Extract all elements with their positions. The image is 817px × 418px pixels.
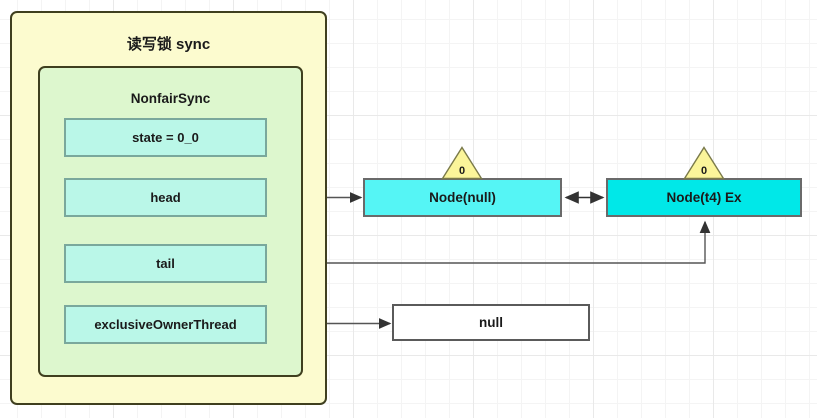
- field-tail: tail: [64, 244, 267, 283]
- triangle-icon: [683, 146, 725, 180]
- wait-status-triangle-head: 0: [441, 146, 483, 180]
- field-exclusive-owner-thread-label: exclusiveOwnerThread: [94, 317, 237, 332]
- field-head-label: head: [150, 190, 181, 205]
- owner-value-box: null: [392, 304, 590, 341]
- field-state: state = 0_0: [64, 118, 267, 157]
- triangle-icon: [441, 146, 483, 180]
- node-head-label: Node(null): [429, 190, 496, 205]
- wait-status-tail-value: 0: [700, 165, 708, 177]
- field-exclusive-owner-thread: exclusiveOwnerThread: [64, 305, 267, 344]
- node-tail-label: Node(t4) Ex: [666, 190, 742, 205]
- node-head: Node(null): [363, 178, 562, 217]
- owner-value-label: null: [479, 315, 503, 330]
- nonfairsync-title: NonfairSync: [130, 91, 211, 106]
- node-tail: Node(t4) Ex: [606, 178, 802, 217]
- field-head: head: [64, 178, 267, 217]
- field-tail-label: tail: [156, 256, 175, 271]
- edge-tail-to-node: [267, 220, 711, 264]
- wait-status-triangle-tail: 0: [683, 146, 725, 180]
- field-state-label: state = 0_0: [132, 130, 199, 145]
- wait-status-head-value: 0: [458, 165, 466, 177]
- sync-title: 读写锁 sync: [126, 36, 211, 53]
